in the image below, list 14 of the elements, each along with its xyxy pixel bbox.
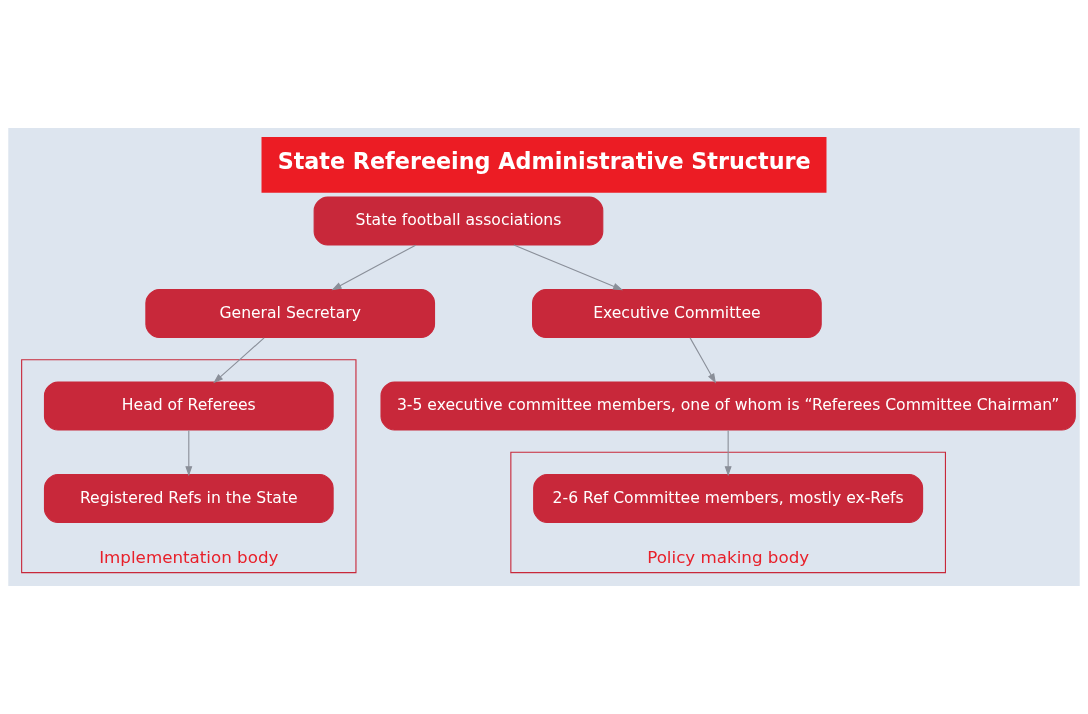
node-box: 3-5 executive committee members, one of whom is “Referees Committee Chairman” <box>380 381 1076 431</box>
node-box: 2-6 Ref Committee members, mostly ex-Refs <box>533 474 924 524</box>
node-box: Executive Committee <box>532 289 822 339</box>
arrow <box>185 429 193 477</box>
arrow <box>513 244 624 291</box>
diagram-title: State Refereeing Administrative Structure <box>277 148 811 175</box>
node-box: Registered Refs in the State <box>43 474 334 524</box>
arrow <box>689 337 716 384</box>
arrow <box>331 244 417 291</box>
node-box: Head of Referees <box>43 381 334 431</box>
arrow <box>724 429 732 477</box>
node-box: State football associations <box>313 196 604 246</box>
arrow <box>213 337 265 384</box>
node-box: General Secretary <box>145 289 436 339</box>
